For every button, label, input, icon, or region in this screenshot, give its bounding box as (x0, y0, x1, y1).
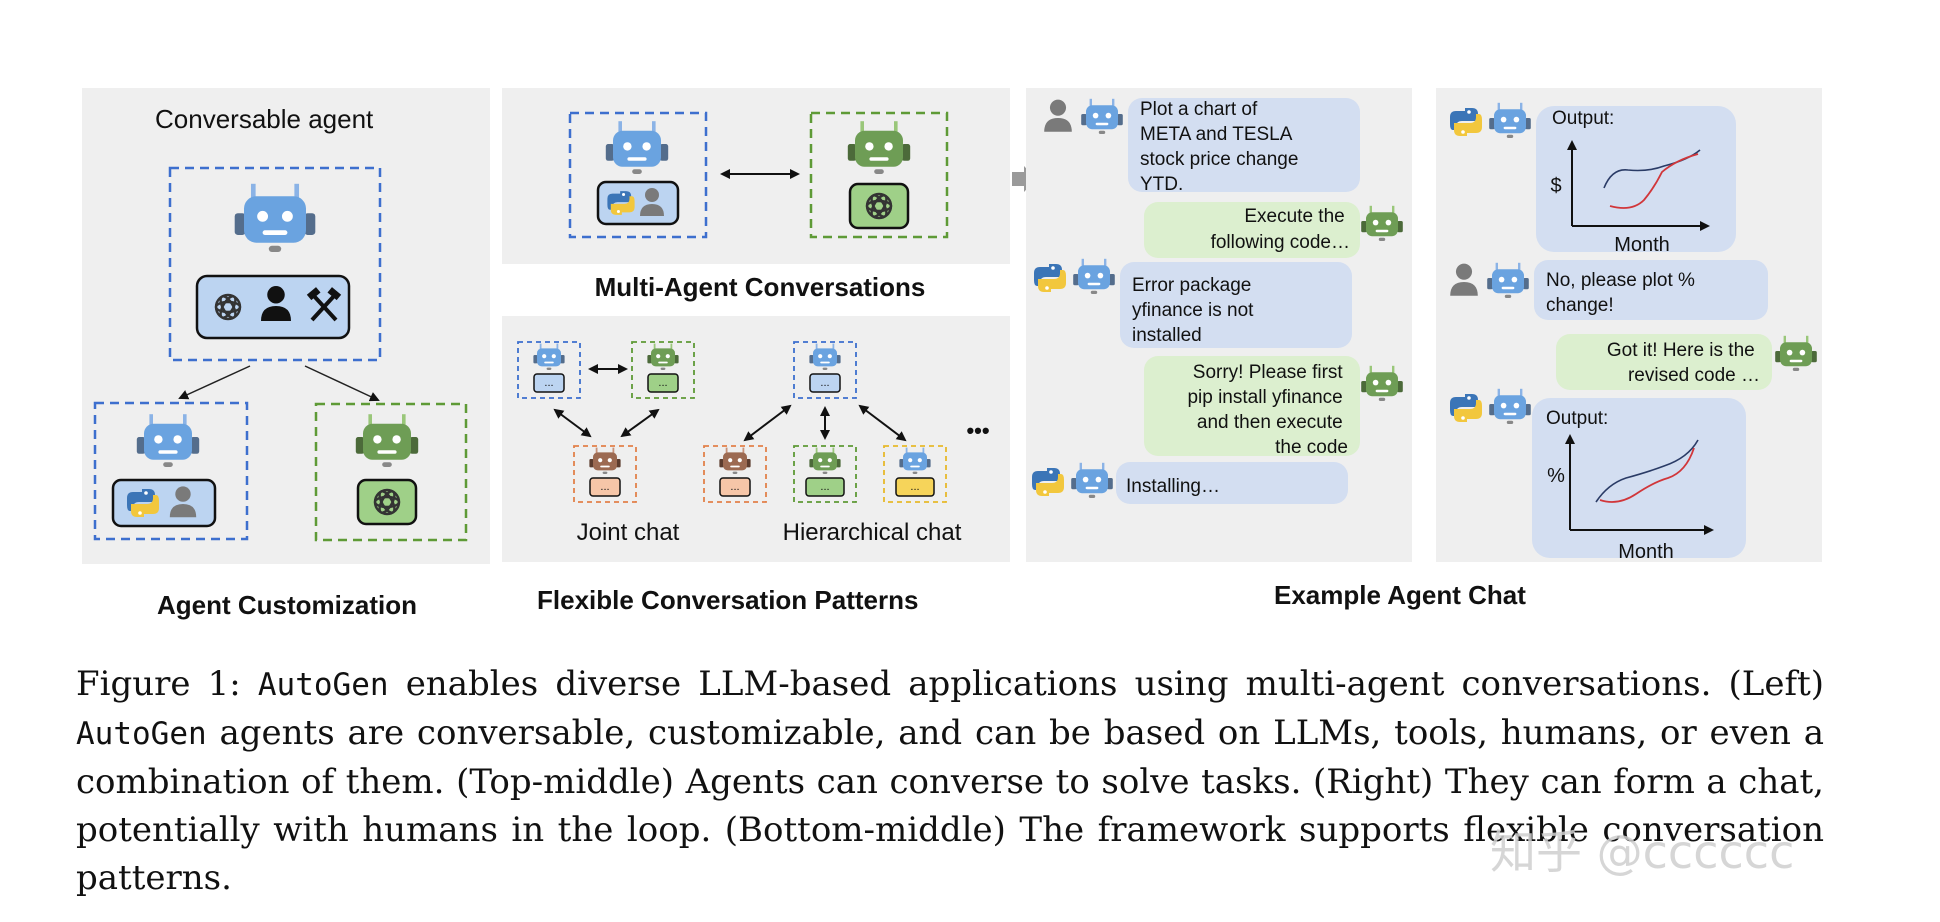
multi-agent-label: Multi-Agent Conversations (595, 272, 926, 302)
pattern-box-text: ... (730, 481, 739, 493)
caption-text: agents are conversable, customizable, an… (76, 713, 1824, 898)
chat-bubble (1120, 262, 1352, 348)
multi-agent-panel (502, 88, 1010, 264)
chat-bubble (1532, 398, 1746, 558)
human-agent-box (93, 401, 249, 541)
chat-panel-left: Plot a chart of META and TESLA stock pri… (1026, 88, 1412, 562)
joint-chat-label: Joint chat (577, 519, 680, 546)
conversable-agent-heading: Conversable agent (155, 104, 374, 134)
chat-message: Plot a chart of META and TESLA stock pri… (1140, 99, 1304, 195)
pattern-box (589, 477, 621, 497)
double-arrow-icon (743, 404, 792, 442)
autogen-name: AutoGen (76, 716, 207, 752)
y-axis-label: $ (1550, 175, 1561, 197)
chat-panel-right: Output: $ Month No, please plot % change… (1436, 88, 1822, 563)
figure-number: Figure 1: (76, 664, 241, 704)
autogen-name: AutoGen (257, 667, 389, 703)
flexible-patterns-label: Flexible Conversation Patterns (537, 585, 919, 615)
pattern-box (805, 477, 845, 497)
chat-bubble (1536, 106, 1736, 252)
pattern-box-text: ... (544, 377, 553, 389)
figure-caption: Figure 1: AutoGen enables diverse LLM-ba… (76, 660, 1824, 902)
chat-message: Sorry! Please first pip install yfinance… (1187, 362, 1348, 458)
pattern-box-text: ... (658, 377, 667, 389)
pattern-box (895, 477, 935, 497)
chat-message: Installing… (1126, 476, 1220, 497)
chat-message: Output: (1546, 408, 1608, 429)
x-axis-label: Month (1618, 541, 1674, 563)
double-arrow-icon (858, 404, 907, 442)
series-line-red (1609, 153, 1699, 209)
watermark: 知乎 @cccccc (1490, 825, 1795, 879)
caption-text: enables diverse LLM-based applications u… (388, 664, 1824, 704)
example-agent-chat-label: Example Agent Chat (1274, 580, 1526, 610)
capability-box (356, 478, 418, 526)
pattern-box (719, 477, 751, 497)
arrow-right (304, 365, 380, 402)
chat-message: Execute the following code… (1211, 206, 1350, 253)
series-line-red (1599, 447, 1695, 503)
chat-message: Got it! Here is the revised code … (1607, 340, 1760, 386)
pattern-box-text: ... (910, 481, 919, 493)
agent-box (793, 341, 857, 399)
agent-box (631, 341, 695, 399)
agent-box (883, 445, 947, 503)
chart-dollar: $ Month (1550, 140, 1710, 256)
double-arrow-icon (620, 408, 660, 438)
agent-customization-panel: Conversable agent (82, 88, 490, 564)
agent-box (568, 111, 708, 239)
double-arrow-icon (553, 408, 592, 438)
tools-icon (306, 287, 342, 322)
pattern-box-text: ... (600, 481, 609, 493)
capability-box (848, 182, 910, 230)
chat-message: Error package yfinance is not installed (1132, 275, 1259, 346)
chat-bubble (1144, 356, 1360, 456)
chat-bubble (1144, 202, 1360, 258)
agent-customization-label: Agent Customization (157, 590, 417, 620)
hierarchical-chat-label: Hierarchical chat (783, 519, 962, 546)
pattern-box-text: ... (820, 377, 829, 389)
conversable-agent-box (168, 166, 382, 362)
pattern-box-text: ... (820, 481, 829, 493)
agent-box (793, 445, 857, 503)
patterns-panel: ... ... ... Joint chat ... ... ... ... •… (502, 316, 1010, 562)
chart-percent: % Month (1547, 434, 1714, 563)
agent-box (517, 341, 581, 399)
pattern-box (809, 373, 841, 393)
pattern-box (647, 373, 679, 393)
agent-box (703, 445, 767, 503)
arrow-left (178, 365, 251, 400)
series-line-navy (1595, 439, 1699, 503)
chat-bubble (1128, 98, 1360, 192)
chat-bubble (1534, 260, 1768, 320)
agent-box (573, 445, 637, 503)
pattern-box (533, 373, 565, 393)
llm-agent-box (314, 402, 468, 542)
chat-message: No, please plot % change! (1546, 270, 1700, 316)
x-axis-label: Month (1614, 234, 1670, 256)
chat-bubble (1556, 334, 1772, 390)
chat-message: Output: (1552, 108, 1614, 129)
chat-bubble (1116, 462, 1348, 504)
y-axis-label: % (1547, 465, 1565, 487)
ellipsis-icon: ••• (966, 418, 989, 443)
agent-box (809, 111, 949, 239)
